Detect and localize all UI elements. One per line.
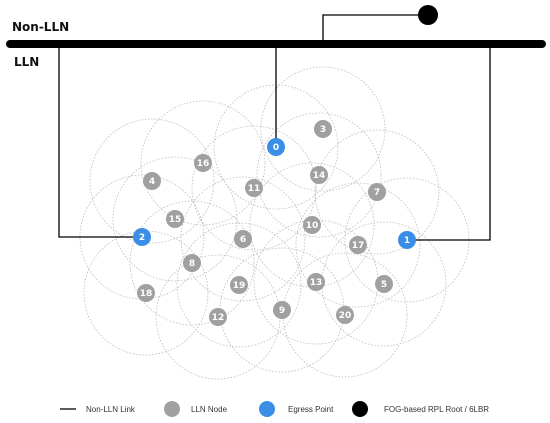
radio-range-circle [256, 112, 382, 238]
lln-node-marker [137, 284, 155, 302]
lln-node-14: 14 [310, 166, 328, 184]
lln-node-9: 9 [273, 301, 291, 319]
radio-range-circle [191, 125, 317, 251]
lln-node-8: 8 [183, 254, 201, 272]
node-id-label: 19 [233, 281, 246, 291]
lln-label: LLN [14, 55, 39, 69]
lln-node-marker [368, 183, 386, 201]
link-egress-2 [58, 44, 142, 238]
node-id-label: 2 [139, 233, 145, 243]
egress-point-marker [398, 231, 416, 249]
radio-range-circle [176, 222, 302, 348]
lln-node-4: 4 [143, 172, 161, 190]
radio-range-layer [79, 66, 470, 380]
node-id-label: 12 [212, 313, 225, 323]
legend-lln-node-swatch [164, 401, 180, 417]
node-id-label: 6 [240, 235, 246, 245]
radio-range-circle [314, 129, 440, 255]
legend-egress-label: Egress Point [288, 405, 334, 414]
lln-node-5: 5 [375, 275, 393, 293]
radio-range-circle [260, 66, 386, 192]
node-id-label: 13 [310, 278, 323, 288]
lln-node-marker [375, 275, 393, 293]
lln-node-marker [183, 254, 201, 272]
node-id-label: 18 [140, 289, 153, 299]
link-egress-1 [407, 44, 491, 241]
lln-node-marker [143, 172, 161, 190]
lln-node-18: 18 [137, 284, 155, 302]
lln-node-marker [336, 306, 354, 324]
node-id-label: 15 [169, 215, 182, 225]
node-id-label: 17 [352, 241, 365, 251]
lln-node-12: 12 [209, 308, 227, 326]
lln-node-marker [194, 154, 212, 172]
egress-point-1: 1 [398, 231, 416, 249]
node-id-label: 3 [320, 125, 326, 135]
lln-node-marker [273, 301, 291, 319]
node-id-label: 1 [404, 236, 410, 246]
lln-node-20: 20 [336, 306, 354, 324]
legend-fog-root-swatch [352, 401, 368, 417]
lln-node-6: 6 [234, 230, 252, 248]
legend-fog-root-label: FOG-based RPL Root / 6LBR [384, 405, 489, 414]
lln-node-13: 13 [307, 273, 325, 291]
lln-node-marker [230, 276, 248, 294]
node-id-label: 5 [381, 280, 387, 290]
lln-node-3: 3 [314, 120, 332, 138]
lln-node-marker [245, 179, 263, 197]
lln-node-15: 15 [166, 210, 184, 228]
lln-node-marker [166, 210, 184, 228]
legend: Non-LLN Link LLN Node Egress Point FOG-b… [60, 401, 489, 417]
node-id-label: 16 [197, 159, 210, 169]
node-id-label: 20 [339, 311, 352, 321]
egress-point-0: 0 [267, 138, 285, 156]
non-lln-label: Non-LLN [12, 20, 69, 34]
lln-node-marker [314, 120, 332, 138]
egress-point-marker [133, 228, 151, 246]
node-id-label: 0 [273, 143, 279, 153]
radio-range-circle [295, 182, 421, 308]
radio-range-circle [89, 118, 215, 244]
lln-node-16: 16 [194, 154, 212, 172]
legend-egress-swatch [259, 401, 275, 417]
fog-root-node [418, 5, 438, 25]
link-fog-root [322, 14, 428, 44]
legend-link-label: Non-LLN Link [86, 405, 136, 414]
node-id-label: 10 [306, 221, 319, 231]
node-id-label: 4 [149, 177, 155, 187]
radio-range-circle [140, 100, 266, 226]
lln-node-marker [234, 230, 252, 248]
lln-node-marker [303, 216, 321, 234]
egress-point-2: 2 [133, 228, 151, 246]
lln-node-11: 11 [245, 179, 263, 197]
lln-node-marker [209, 308, 227, 326]
lln-node-marker [349, 236, 367, 254]
node-id-label: 7 [374, 188, 380, 198]
radio-range-circle [112, 156, 238, 282]
lln-node-marker [310, 166, 328, 184]
radio-range-circle [321, 221, 447, 347]
lln-node-7: 7 [368, 183, 386, 201]
egress-point-marker [267, 138, 285, 156]
non-lln-link-layer [58, 14, 491, 241]
node-id-label: 11 [248, 184, 261, 194]
lln-node-marker [307, 273, 325, 291]
lln-node-17: 17 [349, 236, 367, 254]
radio-range-circle [282, 252, 408, 378]
lln-node-10: 10 [303, 216, 321, 234]
node-id-label: 9 [279, 306, 285, 316]
legend-lln-node-label: LLN Node [191, 405, 228, 414]
lln-node-19: 19 [230, 276, 248, 294]
node-id-label: 14 [313, 171, 326, 181]
radio-range-circle [180, 176, 306, 302]
node-id-label: 8 [189, 259, 195, 269]
